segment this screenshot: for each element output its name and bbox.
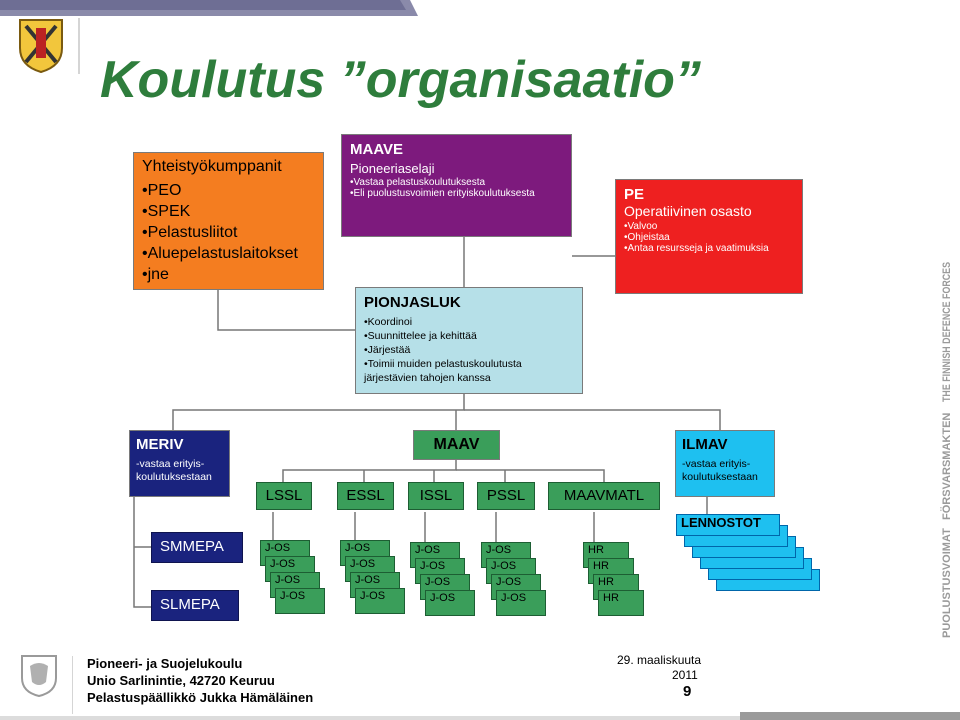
- partners-box: Yhteistyökumppanit •PEO •SPEK •Pelastusl…: [133, 152, 324, 290]
- watermark-fi: PUOLUSTUSVOIMAT: [941, 528, 953, 638]
- unit-box-lssl: LSSL: [256, 482, 312, 510]
- footer-bar-light: [0, 716, 740, 720]
- page-title: Koulutus ”organisaatio”: [100, 51, 701, 109]
- defence-forces-watermark: THE FINNISH DEFENCE FORCES FÖRSVARSMAKTE…: [940, 262, 953, 638]
- meriv-title: MERIV: [136, 436, 184, 453]
- partner-item: •Pelastusliitot: [142, 224, 238, 241]
- pionjasluk-item: •Järjestää: [364, 344, 411, 356]
- maave-box: MAAVE Pioneeriaselaji •Vastaa pelastusko…: [341, 134, 572, 237]
- meriv-desc: -vastaa erityis-: [136, 458, 205, 470]
- footer-date: 29. maaliskuuta: [617, 653, 702, 667]
- unit-box-maavmatl: MAAVMATL: [548, 482, 660, 510]
- partner-item: •Aluepelastuslaitokset: [142, 245, 298, 262]
- pe-title: PE: [624, 186, 645, 203]
- pionjasluk-box: PIONJASLUK •Koordinoi •Suunnittelee ja k…: [355, 287, 583, 394]
- partner-item: •PEO: [142, 182, 182, 199]
- ilmav-title: ILMAV: [682, 436, 728, 453]
- partners-title: Yhteistyökumppanit: [142, 158, 282, 175]
- maave-item: •Vastaa pelastuskoulutuksesta: [350, 177, 486, 188]
- lennostot-box: LENNOSTOT: [676, 514, 780, 536]
- lennosto-stack-box: [692, 536, 796, 558]
- ilmav-desc: -vastaa erityis-: [682, 458, 751, 470]
- pionjasluk-title: PIONJASLUK: [364, 294, 461, 311]
- jos-box: J-OS: [355, 588, 405, 614]
- ilmav-box: ILMAV -vastaa erityis- koulutuksestaan: [675, 430, 775, 497]
- header-bar: [0, 0, 420, 16]
- jos-box: J-OS: [425, 590, 475, 616]
- jos-box: J-OS: [275, 588, 325, 614]
- unit-box-essl: ESSL: [337, 482, 394, 510]
- pe-item: •Valvoo: [624, 221, 658, 232]
- unit-box-pssl: PSSL: [477, 482, 535, 510]
- meriv-box: MERIV -vastaa erityis- koulutuksestaan: [129, 430, 230, 497]
- unit-box-smmepa: SMMEPA: [151, 532, 243, 563]
- lennosto-stack-box: [708, 558, 812, 580]
- footer-org: Pioneeri- ja Suojelukoulu: [87, 656, 243, 671]
- unit-box-slmepa: SLMEPA: [151, 590, 239, 621]
- pionjasluk-item: •Suunnittelee ja kehittää: [364, 330, 477, 342]
- footer-address: Unio Sarlinintie, 42720 Keuruu: [87, 673, 275, 688]
- footer-author: Pelastuspäällikkö Jukka Hämäläinen: [87, 690, 314, 705]
- lennosto-stack-box: [700, 547, 804, 569]
- pe-box: PE Operatiivinen osasto •Valvoo •Ohjeist…: [615, 179, 803, 294]
- maave-subtitle: Pioneeriaselaji: [350, 161, 435, 176]
- pionjasluk-item: järjestävien tahojen kanssa: [364, 372, 491, 384]
- footer-bar: [740, 712, 960, 720]
- watermark-en: THE FINNISH DEFENCE FORCES: [941, 262, 953, 402]
- footer-divider: [72, 656, 73, 714]
- meriv-desc: koulutuksestaan: [136, 471, 212, 483]
- pe-subtitle: Operatiivinen osasto: [624, 203, 752, 219]
- page-number: 9: [683, 683, 692, 700]
- hr-box: HR: [598, 590, 644, 616]
- unit-box-issl: ISSL: [408, 482, 464, 510]
- partner-item: •jne: [142, 266, 169, 283]
- watermark-sv: FÖRSVARSMAKTEN: [940, 413, 953, 520]
- lennosto-stack-box: [716, 569, 820, 591]
- pe-item: •Antaa resursseja ja vaatimuksia: [624, 243, 769, 254]
- maav-box: MAAV: [413, 430, 500, 460]
- maave-item: •Eli puolustusvoimien erityiskoulutukses…: [350, 188, 535, 199]
- defence-forces-lion-icon: [18, 652, 60, 698]
- pe-item: •Ohjeistaa: [624, 232, 670, 243]
- partner-item: •SPEK: [142, 203, 191, 220]
- pionjasluk-item: •Toimii muiden pelastuskoulutusta: [364, 358, 522, 370]
- jos-box: J-OS: [496, 590, 546, 616]
- header-divider: [78, 18, 80, 74]
- maave-title: MAAVE: [350, 141, 404, 158]
- ilmav-desc: koulutuksestaan: [682, 471, 758, 483]
- engineer-crest-icon: [14, 14, 68, 74]
- footer-year: 2011: [672, 668, 698, 682]
- pionjasluk-item: •Koordinoi: [364, 316, 413, 328]
